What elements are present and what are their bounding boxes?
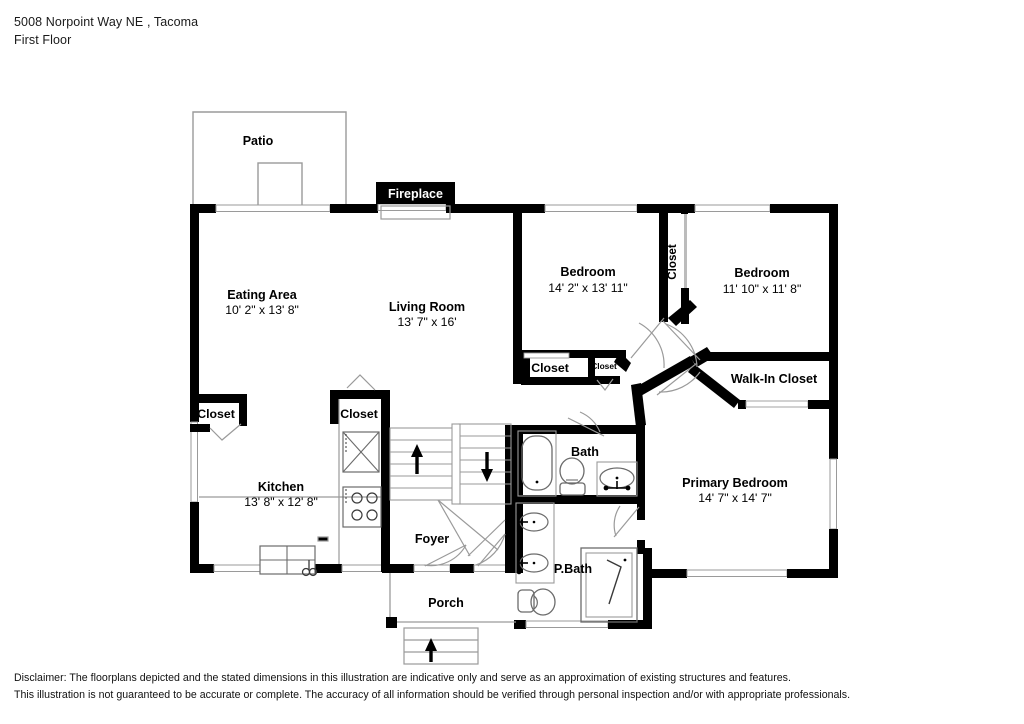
patio-label: Patio bbox=[243, 134, 274, 148]
stairs bbox=[389, 423, 512, 505]
pbath-label: P.Bath bbox=[554, 562, 592, 576]
door-swings bbox=[209, 317, 701, 567]
room-labels: Eating Area 10' 2" x 13' 8" Living Room … bbox=[197, 244, 818, 610]
floor-label: First Floor bbox=[14, 33, 72, 47]
patio-area: Patio bbox=[192, 111, 347, 209]
closet-eating-label: Closet bbox=[197, 407, 235, 421]
closet-bedroom2-label: Closet bbox=[531, 361, 569, 375]
walk-in-closet-label: Walk-In Closet bbox=[731, 372, 818, 386]
stairs-up-arrow bbox=[411, 444, 423, 474]
porch-up-arrow bbox=[425, 638, 437, 662]
closet-bedroom3-label: Closet bbox=[666, 244, 679, 280]
fireplace-marker: Fireplace bbox=[376, 182, 455, 204]
living-room-label: Living Room bbox=[389, 300, 465, 314]
interior-walls bbox=[190, 204, 838, 573]
bedroom-3-label: Bedroom bbox=[734, 266, 789, 280]
bedroom-2-label: Bedroom bbox=[560, 265, 615, 279]
living-room-dims: 13' 7" x 16' bbox=[397, 315, 456, 329]
closet-kitchen-label: Closet bbox=[340, 407, 378, 421]
primary-bedroom-label: Primary Bedroom bbox=[682, 476, 788, 490]
bedroom-2-dims: 14' 2" x 13' 11" bbox=[548, 281, 628, 295]
porch-label: Porch bbox=[428, 596, 464, 610]
property-address: 5008 Norpoint Way NE , Tacoma bbox=[14, 15, 199, 29]
porch-area bbox=[386, 573, 516, 665]
pbath-fixtures bbox=[515, 502, 638, 623]
foyer-label: Foyer bbox=[415, 532, 449, 546]
fireplace-label: Fireplace bbox=[388, 187, 443, 201]
primary-bedroom-dims: 14' 7" x 14' 7" bbox=[698, 491, 772, 505]
disclaimer-line-2: This illustration is not guaranteed to b… bbox=[14, 689, 851, 701]
closet-small-label: Closet bbox=[591, 361, 617, 371]
bedroom-3-dims: 11' 10" x 11' 8" bbox=[723, 282, 802, 296]
kitchen-label: Kitchen bbox=[258, 480, 304, 494]
kitchen-fixtures bbox=[199, 399, 382, 577]
eating-area-label: Eating Area bbox=[227, 288, 298, 302]
kitchen-dims: 13' 8" x 12' 8" bbox=[244, 495, 318, 509]
disclaimer-line-1: Disclaimer: The floorplans depicted and … bbox=[14, 672, 791, 684]
bath-fixtures bbox=[517, 430, 638, 497]
eating-area-dims: 10' 2" x 13' 8" bbox=[225, 303, 299, 317]
stairs-down-arrow bbox=[481, 452, 493, 482]
bath-label: Bath bbox=[571, 445, 599, 459]
